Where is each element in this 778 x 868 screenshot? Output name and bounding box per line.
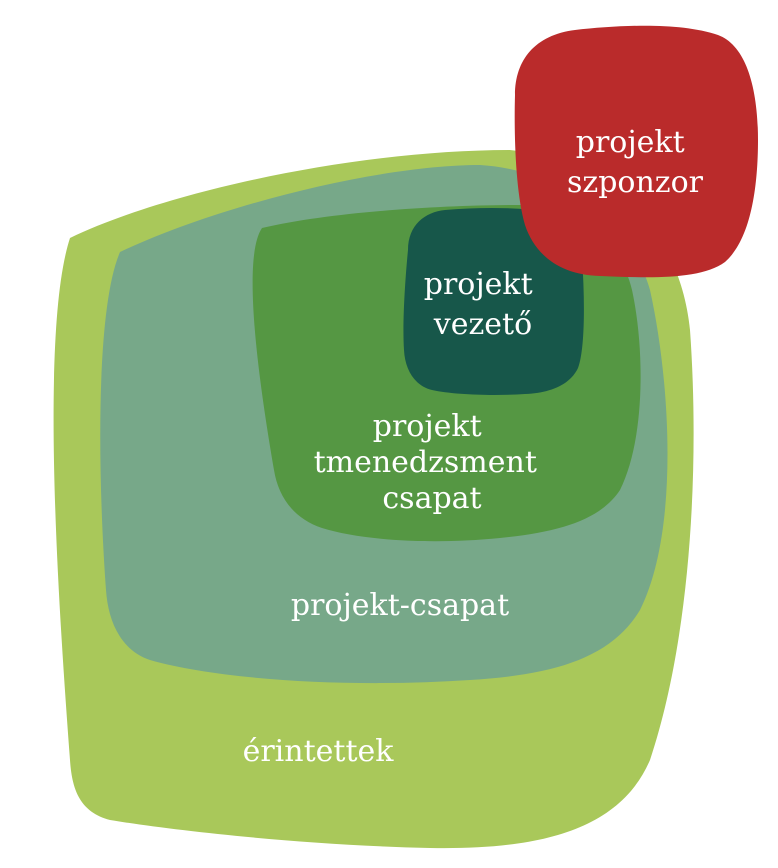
label-erintettek: érintettek <box>243 734 395 769</box>
label-projekt-szponzor: projekt szponzor <box>567 125 704 200</box>
label-menedzsment-csapat-line-3: csapat <box>382 481 481 516</box>
label-projekt-vezeto-line-1: projekt <box>424 267 533 302</box>
label-projekt-szponzor-line-1: projekt <box>576 125 685 160</box>
label-projekt-vezeto-line-2: vezető <box>433 307 532 342</box>
label-projekt-vezeto: projekt vezető <box>424 267 542 342</box>
label-menedzsment-csapat: projekt tmenedzsment csapat <box>314 409 547 516</box>
label-erintettek-line-1: érintettek <box>243 734 395 769</box>
label-menedzsment-csapat-line-1: projekt <box>373 409 482 444</box>
label-projekt-csapat: projekt-csapat <box>291 588 509 623</box>
label-projekt-szponzor-line-2: szponzor <box>567 165 704 200</box>
label-projekt-csapat-line-1: projekt-csapat <box>291 588 509 623</box>
layer-projekt-szponzor-shape <box>514 25 758 278</box>
label-menedzsment-csapat-line-2: tmenedzsment <box>314 445 537 480</box>
layer-projekt-vezeto-shape <box>403 207 584 395</box>
